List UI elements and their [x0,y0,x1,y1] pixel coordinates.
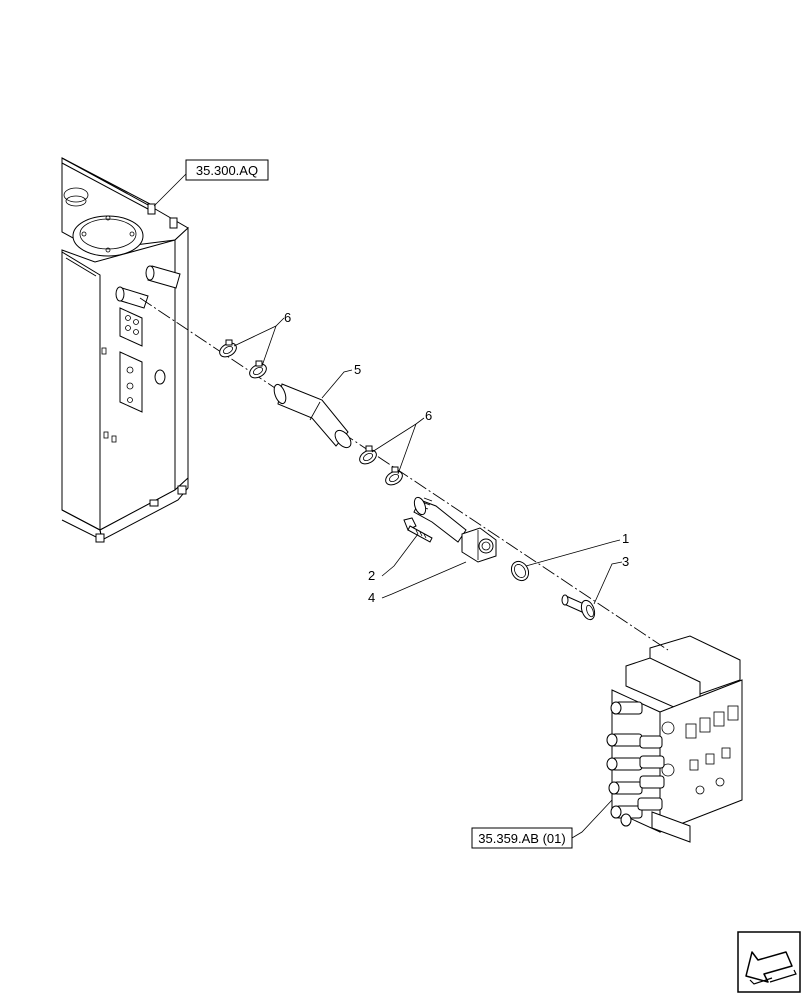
reference-valve-label: 35.359.AB (01) [478,831,565,846]
callout-6-lower: 6 [425,408,432,423]
callout-1: 1 [622,531,629,546]
callout-4: 4 [368,590,375,605]
elbow-flange-tube [413,496,497,563]
flange-bolt [403,517,433,543]
hose-clamp-upper-1 [219,339,237,358]
plug-fitting [561,594,596,621]
o-ring [510,560,530,582]
previous-page-arrow-icon[interactable] [737,931,801,993]
reference-valve[interactable]: 35.359.AB (01) [471,827,573,849]
hose-clamp-lower-1 [359,445,377,465]
callout-5: 5 [354,362,361,377]
callout-2: 2 [368,568,375,583]
reference-tank-label: 35.300.AQ [196,163,258,178]
assembly-center-line [139,297,669,651]
hose [273,383,352,449]
hose-clamp-lower-2 [385,466,403,486]
callout-6-upper: 6 [284,310,291,325]
leader-lines [153,173,623,839]
control-valve [606,635,743,843]
hydraulic-tank [61,157,189,543]
reference-tank[interactable]: 35.300.AQ [185,159,269,181]
hose-clamp-upper-2 [249,360,267,379]
valve-spools [606,701,665,827]
callout-3: 3 [622,554,629,569]
